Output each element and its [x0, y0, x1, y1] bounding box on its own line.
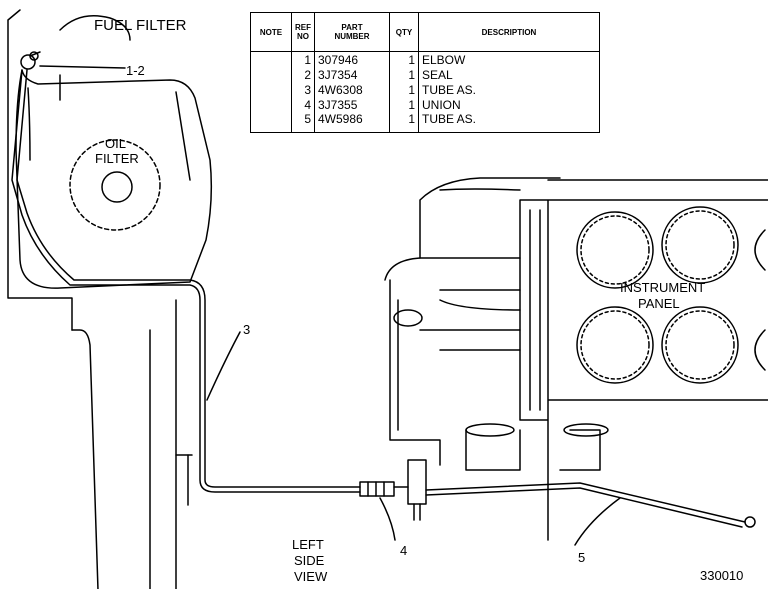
panel-frame	[519, 179, 768, 541]
cab-upper	[419, 177, 561, 259]
cell-description: TUBE AS.	[418, 82, 600, 97]
cell-note	[250, 112, 292, 133]
view-label-line3: VIEW	[294, 569, 328, 584]
union-stem	[413, 503, 421, 521]
callout-4: 4	[400, 543, 407, 558]
gauge-edge-partial	[754, 229, 766, 371]
cell-ref: 1	[291, 51, 315, 67]
cell-part-number: 3J7355	[314, 97, 390, 112]
table-row: 1 307946 1 ELBOW	[250, 51, 600, 67]
cell-part-number: 4W5986	[314, 112, 390, 133]
figure-number: 330010	[700, 568, 743, 583]
cell-qty: 1	[389, 97, 419, 112]
instrument-panel-label-line2: PANEL	[638, 296, 680, 311]
table-row: 3 4W6308 1 TUBE AS.	[250, 82, 600, 97]
cab-step-top-left	[465, 423, 515, 437]
cell-ref: 2	[291, 67, 315, 82]
view-label-line1: LEFT	[292, 537, 324, 552]
union-tee	[407, 459, 427, 505]
cell-qty: 1	[389, 51, 419, 67]
cell-part-number: 3J7354	[314, 67, 390, 82]
panel-frame-inner	[529, 209, 541, 411]
gauge-2-ring	[665, 210, 735, 280]
cell-note	[250, 67, 292, 82]
cell-description: TUBE AS.	[418, 112, 600, 133]
header-description: DESCRIPTION	[418, 12, 600, 52]
cell-part-number: 307946	[314, 51, 390, 67]
header-note-text: NOTE	[259, 27, 283, 37]
tube-5-path	[425, 482, 746, 523]
cell-qty: 1	[389, 82, 419, 97]
callout-1-2: 1-2	[126, 63, 145, 78]
leader-4	[379, 497, 396, 541]
table-row: 4 3J7355 1 UNION	[250, 97, 600, 112]
elbow-fitting-inner	[29, 51, 39, 61]
leader-1-2	[39, 65, 126, 69]
cell-note	[250, 82, 292, 97]
tube-5-end-fitting	[744, 516, 756, 528]
view-label-line2: SIDE	[294, 553, 325, 568]
gauge-4-ring	[665, 310, 735, 380]
header-qty: QTY	[389, 12, 419, 52]
fuel-filter-label: FUEL FILTER	[94, 17, 187, 34]
cab-pedestal	[384, 257, 521, 466]
callout-5: 5	[578, 550, 585, 565]
cab-beams	[419, 289, 521, 351]
header-ref-line2: NO	[297, 32, 309, 41]
leader-3	[206, 331, 241, 401]
gauge-4	[661, 306, 739, 384]
header-part-line1: PART	[341, 23, 363, 32]
pedestal-cap	[393, 309, 423, 327]
cell-description: UNION	[418, 97, 600, 112]
header-qty-text: QTY	[395, 27, 413, 37]
tube-3-path	[11, 69, 361, 493]
cell-note	[250, 97, 292, 112]
cell-description: ELBOW	[418, 51, 600, 67]
cell-ref: 5	[291, 112, 315, 133]
oil-filter-circle-outer	[69, 139, 161, 231]
header-part-line2: NUMBER	[334, 32, 370, 41]
instrument-panel-label-line1: INSTRUMENT	[620, 280, 705, 295]
gauge-3-ring	[580, 310, 650, 380]
gauge-1-ring	[580, 215, 650, 285]
engine-block-outline	[7, 9, 73, 331]
oil-filter-label-line2: FILTER	[95, 151, 139, 166]
fuel-filter-top	[59, 15, 131, 41]
gauge-1	[576, 211, 654, 289]
leader-5	[574, 497, 621, 546]
union-body	[359, 481, 395, 497]
header-description-text: DESCRIPTION	[481, 27, 537, 37]
cell-part-number: 4W6308	[314, 82, 390, 97]
union-nut-lines	[367, 481, 385, 497]
oil-filter-label-line1: OIL	[105, 136, 126, 151]
tube-3-path-inner	[16, 69, 361, 488]
oil-filter-housing	[15, 69, 213, 289]
cell-description: SEAL	[418, 67, 600, 82]
oil-filter-rim	[27, 87, 191, 181]
table-row: 5 4W5986 1 TUBE AS.	[250, 112, 600, 133]
cab-step	[465, 429, 601, 471]
cell-ref: 4	[291, 97, 315, 112]
elbow-fitting	[20, 54, 36, 70]
cell-note	[250, 51, 292, 67]
tube-5-path-inner	[425, 487, 743, 528]
header-ref-line1: REF	[295, 23, 311, 32]
gauge-3	[576, 306, 654, 384]
engine-block-lower	[71, 299, 177, 589]
cell-qty: 1	[389, 112, 419, 133]
cell-ref: 3	[291, 82, 315, 97]
callout-3: 3	[243, 322, 250, 337]
cell-qty: 1	[389, 67, 419, 82]
header-note: NOTE	[250, 12, 292, 52]
cab-step-top-right	[563, 423, 609, 437]
table-row: 2 3J7354 1 SEAL	[250, 67, 600, 82]
oil-filter-circle-inner	[101, 171, 133, 203]
gauge-2	[661, 206, 739, 284]
